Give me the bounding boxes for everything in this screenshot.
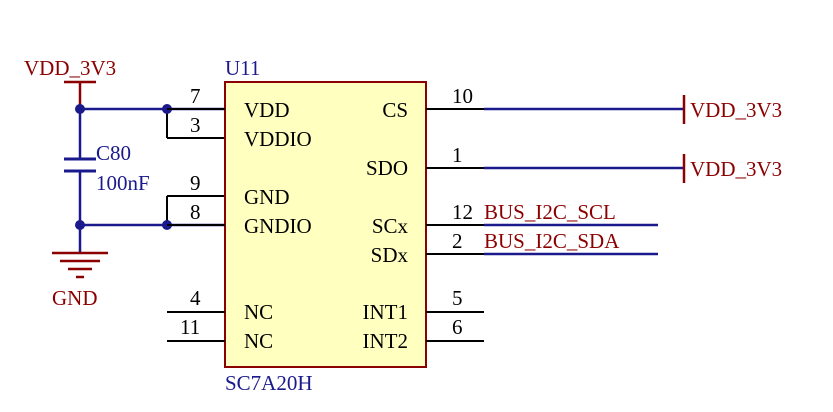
junction-dot	[75, 104, 85, 114]
pin-name: GND	[244, 185, 290, 209]
pin-number: 12	[452, 200, 473, 224]
net-label-sda: BUS_I2C_SDA	[484, 229, 620, 253]
pin-name: GNDIO	[244, 214, 312, 238]
pin-name: INT1	[363, 300, 409, 324]
pin-number: 1	[452, 143, 463, 167]
power-label-gnd: GND	[52, 286, 98, 310]
pin-number: 5	[452, 286, 463, 310]
power-label-vdd-cs: VDD_3V3	[690, 98, 782, 122]
pin-number: 2	[452, 229, 463, 253]
pin-name: SDx	[371, 243, 409, 267]
pin-number: 8	[190, 200, 201, 224]
capacitor-ref: C80	[96, 141, 131, 165]
pin-name: CS	[382, 98, 408, 122]
ic-ref: U11	[225, 56, 260, 80]
power-label-vdd-sdo: VDD_3V3	[690, 157, 782, 181]
pin-number: 3	[190, 113, 201, 137]
ic-part-number: SC7A20H	[225, 371, 313, 395]
ic-left-pins: 7 VDD 3 VDDIO 9 GND 8 GNDIO 4 NC 11 NC	[167, 84, 312, 353]
pin-name: INT2	[363, 329, 409, 353]
pin-name: SDO	[366, 156, 408, 180]
pin-number: 10	[452, 84, 473, 108]
net-label-scl: BUS_I2C_SCL	[484, 200, 616, 224]
pin-name: VDD	[244, 98, 290, 122]
pin-name: NC	[244, 329, 273, 353]
ground-icon	[52, 251, 108, 279]
pin-name: SCx	[372, 214, 409, 238]
pin-number: 7	[190, 84, 201, 108]
power-label-vdd-left: VDD_3V3	[24, 56, 116, 80]
pin-number: 6	[452, 315, 463, 339]
pin-number: 11	[180, 315, 200, 339]
pin-name: NC	[244, 300, 273, 324]
capacitor-value: 100nF	[96, 171, 150, 195]
junction-dot	[75, 220, 85, 230]
ic-right-pins: CS 10 SDO 1 SCx 12 SDx 2 INT1 5 INT2 6	[363, 84, 484, 353]
pin-number: 4	[190, 286, 201, 310]
pin-name: VDDIO	[244, 127, 312, 151]
pin-number: 9	[190, 171, 201, 195]
